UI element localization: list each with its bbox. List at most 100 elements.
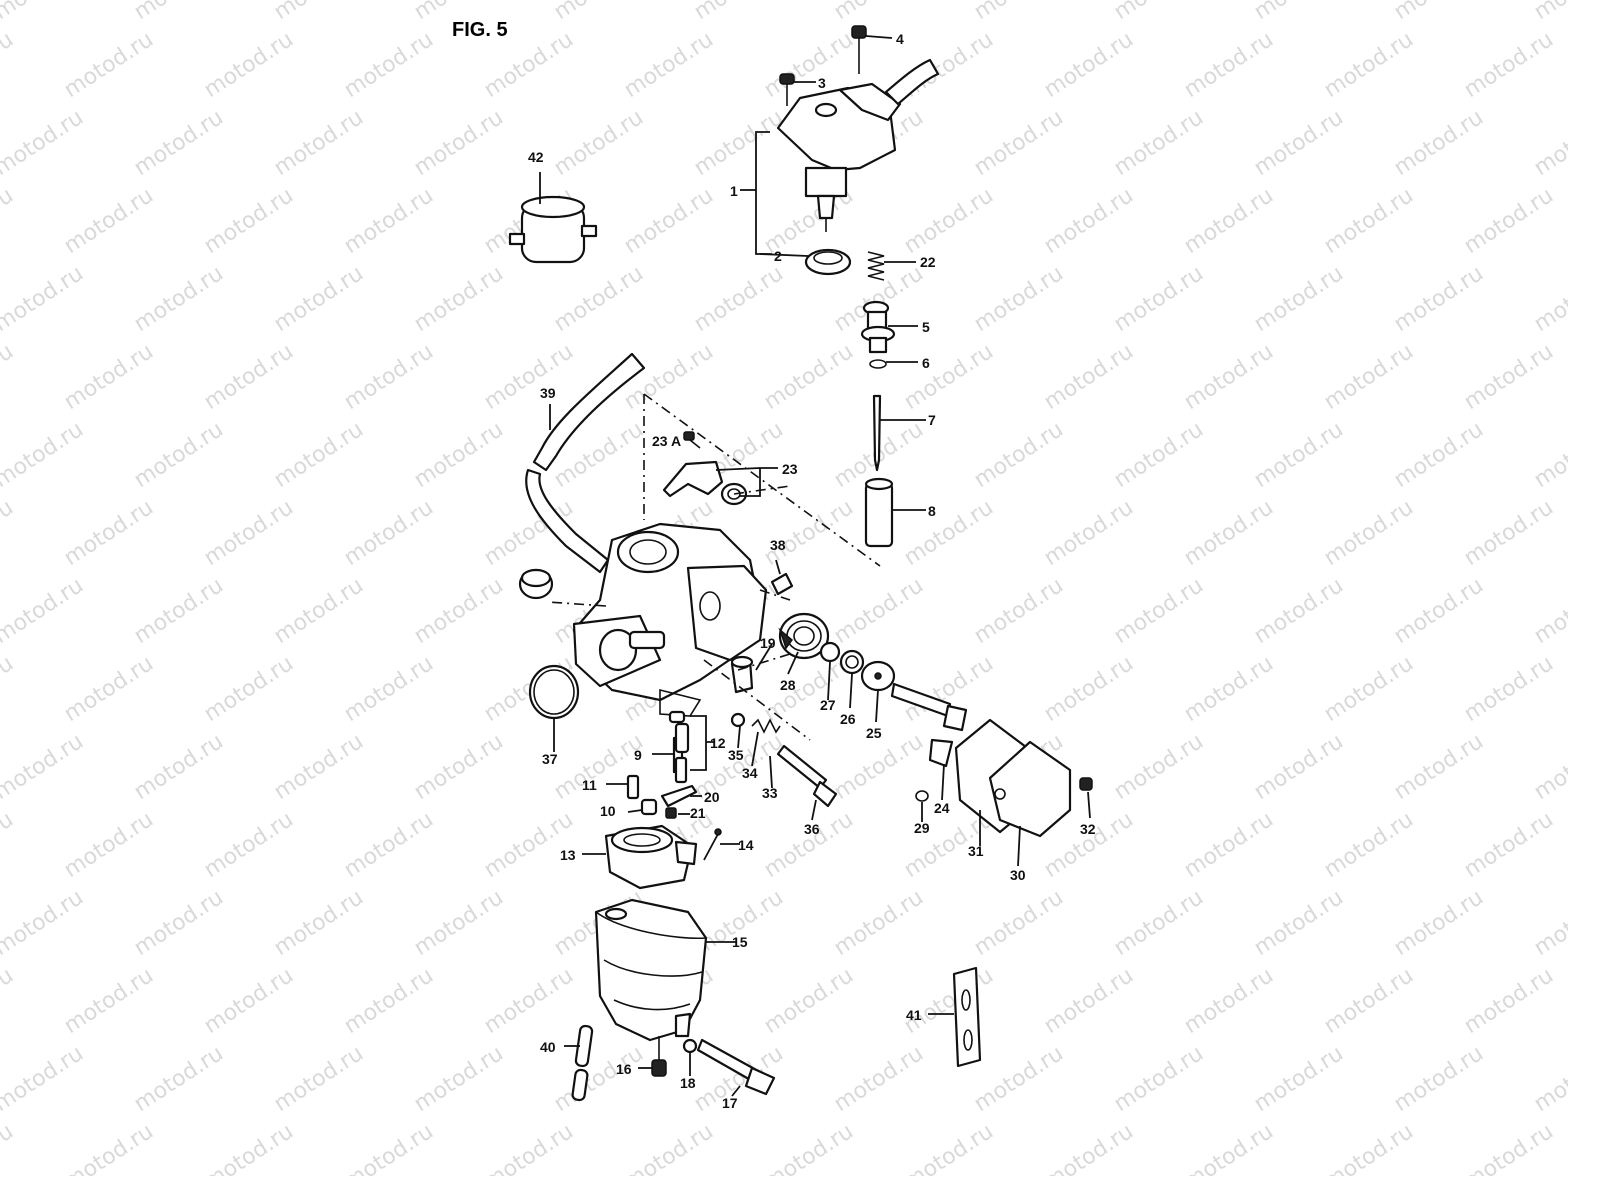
- part-21-screw: [665, 807, 677, 819]
- callout-label-37: 37: [542, 751, 558, 767]
- callout-label-10: 10: [600, 803, 616, 819]
- watermark-text: motod.ru: [690, 261, 788, 337]
- watermark-text: motod.ru: [0, 963, 18, 1039]
- watermark-text: motod.ru: [1320, 1119, 1418, 1176]
- watermark-text: motod.ru: [270, 417, 368, 493]
- watermark-text: motod.ru: [760, 1119, 858, 1176]
- watermark-text: motod.ru: [760, 963, 858, 1039]
- leader-lines: [539, 35, 1091, 1097]
- callout-label-15: 15: [732, 934, 748, 950]
- callout-label-39: 39: [540, 385, 556, 401]
- callout-label-40: 40: [540, 1039, 556, 1055]
- watermark-text: motod.ru: [0, 0, 88, 25]
- watermark-text: motod.ru: [1390, 261, 1488, 337]
- watermark-text: motod.ru: [60, 27, 158, 103]
- watermark-text: motod.ru: [200, 495, 298, 571]
- watermark-text: motod.ru: [340, 1119, 438, 1176]
- watermark-text: motod.ru: [690, 105, 788, 181]
- watermark-text: motod.ru: [1530, 0, 1568, 25]
- watermark-text: motod.ru: [270, 885, 368, 961]
- watermark-text: motod.ru: [0, 495, 18, 571]
- part-22-spring: [867, 251, 885, 281]
- watermark-text: motod.ru: [1250, 0, 1348, 25]
- watermark-text: motod.ru: [620, 1119, 718, 1176]
- watermark-text: motod.ru: [900, 495, 998, 571]
- watermark-text: motod.ru: [620, 339, 718, 415]
- part-42-mount: [508, 195, 598, 264]
- part-35-washer: [730, 712, 746, 728]
- watermark-text: motod.ru: [410, 105, 508, 181]
- callout-labels: 123456789101112131415161718192021222323 …: [528, 31, 1096, 1111]
- watermark-text: motod.ru: [200, 1119, 298, 1176]
- watermark-text: motod.ru: [1530, 105, 1568, 181]
- part-11-screw: [626, 774, 640, 800]
- watermark-text: motod.ru: [1180, 807, 1278, 883]
- watermark-text: motod.ru: [130, 573, 228, 649]
- watermark-text: motod.ru: [1460, 963, 1558, 1039]
- callout-label-26: 26: [840, 711, 856, 727]
- watermark-text: motod.ru: [1460, 27, 1558, 103]
- watermark-text: motod.ru: [1460, 183, 1558, 259]
- watermark-text: motod.ru: [1180, 1119, 1278, 1176]
- watermark-text: motod.ru: [1390, 105, 1488, 181]
- watermark-text: motod.ru: [60, 495, 158, 571]
- watermark-text: motod.ru: [130, 0, 228, 25]
- part-29-clip: [915, 790, 929, 802]
- callout-label-20: 20: [704, 789, 720, 805]
- watermark-text: motod.ru: [410, 729, 508, 805]
- callout-label-17: 17: [722, 1095, 738, 1111]
- watermark-text: motod.ru: [550, 1041, 648, 1117]
- watermark-text: motod.ru: [1250, 885, 1348, 961]
- callout-label-27: 27: [820, 697, 836, 713]
- watermark-text: motod.ru: [1110, 729, 1208, 805]
- watermark-text: motod.ru: [830, 573, 928, 649]
- callout-label-30: 30: [1010, 867, 1026, 883]
- watermark-text: motod.ru: [970, 573, 1068, 649]
- callout-label-35: 35: [728, 747, 744, 763]
- part-18-washer: [682, 1038, 698, 1054]
- watermark-text: motod.ru: [1530, 729, 1568, 805]
- watermark-text: motod.ru: [1110, 261, 1208, 337]
- part-8-needle-jet: [864, 477, 894, 548]
- part-19-cap: [730, 655, 754, 694]
- watermark-text: motod.ru: [1390, 1041, 1488, 1117]
- part-25-washer: [860, 660, 896, 692]
- callout-label-29: 29: [914, 820, 930, 836]
- watermark-text: motod.ru: [1110, 1041, 1208, 1117]
- watermark-text: motod.ru: [970, 1041, 1068, 1117]
- part-throttle-shaft: [890, 682, 968, 768]
- callout-label-11: 11: [582, 777, 597, 793]
- part-12-jets: [668, 710, 690, 784]
- watermark-text: motod.ru: [690, 0, 788, 25]
- watermark-text: motod.ru: [1180, 27, 1278, 103]
- watermark-text: motod.ru: [1180, 963, 1278, 1039]
- watermark-text: motod.ru: [0, 339, 18, 415]
- callout-label-3: 3: [818, 75, 826, 91]
- watermark-text: motod.ru: [410, 573, 508, 649]
- watermark-text: motod.ru: [130, 1041, 228, 1117]
- watermark-text: motod.ru: [0, 261, 88, 337]
- watermark-text: motod.ru: [200, 183, 298, 259]
- watermark-text: motod.ru: [1390, 0, 1488, 25]
- part-plug: [518, 568, 554, 600]
- watermark-text: motod.ru: [200, 27, 298, 103]
- callout-label-41: 41: [906, 1007, 922, 1023]
- watermark-text: motod.ru: [60, 651, 158, 727]
- callout-label-34: 34: [742, 765, 758, 781]
- watermark-text: motod.ru: [1110, 105, 1208, 181]
- watermark-text: motod.ru: [1110, 885, 1208, 961]
- watermark-text: motod.ru: [340, 651, 438, 727]
- watermark-text: motod.ru: [970, 261, 1068, 337]
- callout-label-36: 36: [804, 821, 820, 837]
- callout-label-25: 25: [866, 725, 882, 741]
- watermark-text: motod.ru: [760, 339, 858, 415]
- part-1-top-cover: [776, 58, 940, 232]
- watermark-text: motod.ru: [60, 339, 158, 415]
- watermark-text: motod.ru: [270, 1041, 368, 1117]
- watermark-text: motod.ru: [900, 183, 998, 259]
- watermark-text: motod.ru: [830, 885, 928, 961]
- callout-label-4: 4: [896, 31, 904, 47]
- watermark-text: motod.ru: [340, 339, 438, 415]
- watermark-text: motod.ru: [970, 105, 1068, 181]
